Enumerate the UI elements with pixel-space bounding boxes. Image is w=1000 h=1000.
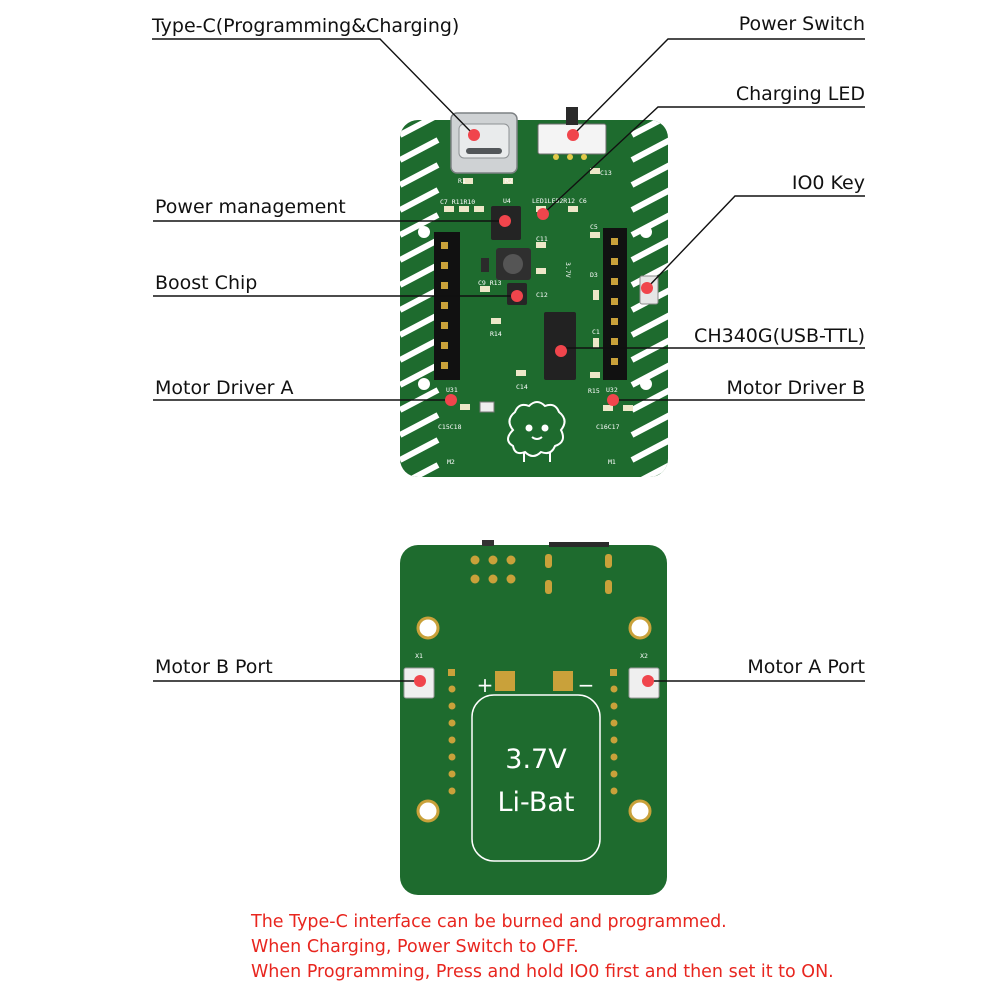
battery-plus-pad — [495, 671, 515, 691]
edge-stripes — [400, 120, 668, 477]
marker-power-management — [499, 215, 511, 227]
label-power-switch: Power Switch — [738, 13, 865, 35]
label-io0-key: IO0 Key — [791, 172, 865, 194]
battery-type-label: Li-Bat — [498, 787, 575, 818]
marker-motor-a-port — [642, 675, 654, 687]
silk-c13: C13 — [600, 169, 612, 177]
right-pin-header — [603, 228, 627, 380]
left-pin-header — [434, 232, 460, 380]
mount-hole — [418, 378, 430, 390]
silk-r1: R1 — [458, 177, 466, 185]
label-motor-a-port: Motor A Port — [747, 656, 865, 678]
label-power-management: Power management — [155, 196, 346, 218]
silk-u4: U4 — [503, 197, 511, 205]
silk-c5: C5 — [590, 223, 598, 231]
marker-charging-led — [537, 208, 549, 220]
note-line-3: When Programming, Press and hold IO0 fir… — [251, 962, 834, 982]
marker-motor-driver-b — [607, 394, 619, 406]
silk-c1: C1 — [592, 328, 600, 336]
label-motor-driver-b: Motor Driver B — [726, 377, 865, 399]
silk-u32: U32 — [606, 386, 618, 394]
marker-motor-b-port — [414, 675, 426, 687]
silk-c9r13: C9 R13 — [478, 279, 502, 287]
battery-plus-sign: + — [477, 673, 494, 697]
pcb-bottom: 3.7V Li-Bat + − X1 X2 — [400, 540, 667, 895]
marker-motor-driver-a — [445, 394, 457, 406]
label-boost-chip: Boost Chip — [155, 272, 258, 294]
marker-boost-chip — [511, 290, 523, 302]
marker-power-switch — [567, 129, 579, 141]
passive-components — [444, 168, 633, 413]
markers — [414, 129, 654, 687]
marker-ch340g — [555, 345, 567, 357]
silk-c15c18: C15C18 — [438, 423, 462, 431]
note-line-1: The Type-C interface can be burned and p… — [251, 912, 727, 932]
silk-r14: R14 — [490, 330, 502, 338]
marker-type-c — [468, 129, 480, 141]
mount-hole — [418, 226, 430, 238]
battery-minus-pad — [553, 671, 573, 691]
label-ch340g: CH340G(USB-TTL) — [694, 325, 865, 347]
leader-lines — [152, 38, 865, 682]
battery-voltage-label: 3.7V — [505, 744, 567, 775]
silk-c12: C12 — [536, 291, 548, 299]
silk-c16c17: C16C17 — [596, 423, 620, 431]
label-charging-led: Charging LED — [735, 83, 865, 105]
silk-c14: C14 — [516, 383, 528, 391]
marker-io0-key — [641, 282, 653, 294]
bottom-pin-rows — [448, 669, 618, 795]
label-type-c: Type-C(Programming&Charging) — [152, 15, 460, 37]
silk-led: LED1LED2R12 C6 — [532, 197, 587, 205]
silk-m2: M2 — [447, 458, 455, 466]
silk-m1: M1 — [608, 458, 616, 466]
silk-u31: U31 — [446, 386, 458, 394]
inductor-core — [503, 254, 523, 274]
silk-c7: C7 R11R10 — [440, 198, 475, 206]
silk-d3: D3 — [590, 271, 598, 279]
mount-hole — [640, 378, 652, 390]
sheep-mascot-logo — [507, 401, 566, 462]
silk-r15: R15 — [588, 387, 600, 395]
silk-x1: X1 — [415, 652, 423, 660]
silk-x2: X2 — [640, 652, 648, 660]
note-line-2: When Charging, Power Switch to OFF. — [251, 937, 579, 957]
silk-3v7: 3.7V — [564, 262, 572, 278]
label-motor-b-port: Motor B Port — [155, 656, 273, 678]
silk-c11: C11 — [536, 235, 548, 243]
silkscreen-top: R1 R2 C13 C7 R11R10 U4 LED1LED2R12 C6 C5… — [438, 169, 620, 466]
battery-minus-sign: − — [578, 673, 595, 697]
label-motor-driver-a: Motor Driver A — [155, 377, 294, 399]
silk-r2: R2 — [505, 177, 513, 185]
mount-hole — [640, 226, 652, 238]
battery-outline — [471, 694, 601, 862]
